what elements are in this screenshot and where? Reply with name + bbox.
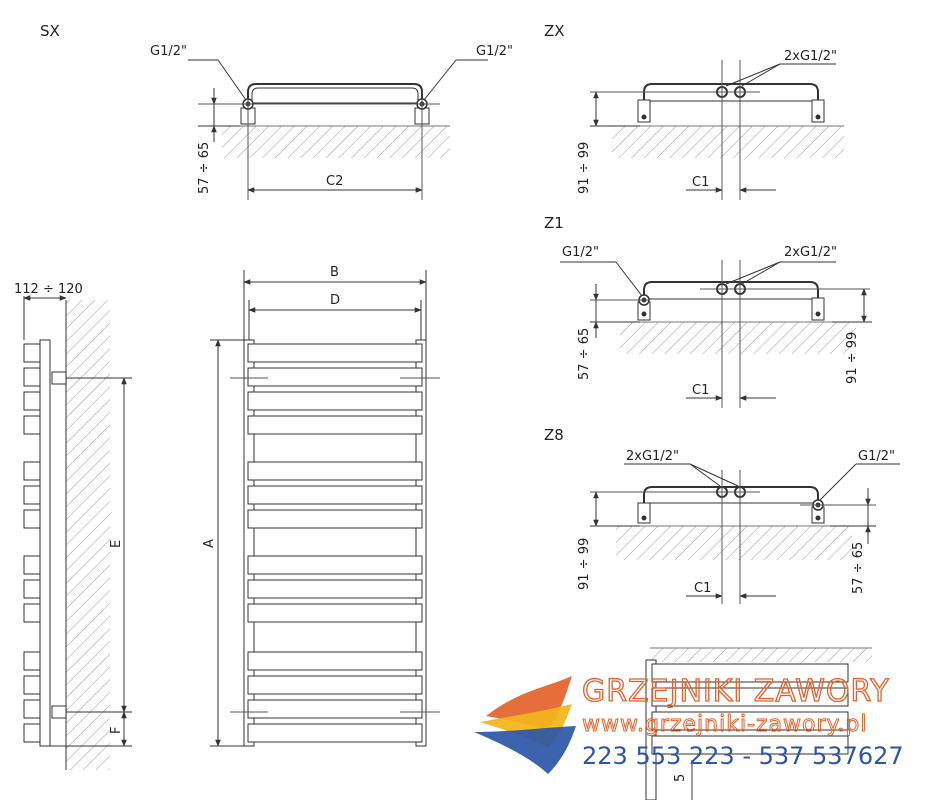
z8-right-height-label: 57 ÷ 65 bbox=[851, 542, 866, 594]
z8-right-connector-label: G1/2" bbox=[858, 449, 895, 464]
watermark-brand: GRZEJNIKI ZAWORY bbox=[582, 674, 890, 709]
front-label-d: D bbox=[330, 293, 340, 308]
sx-height-label: 57 ÷ 65 bbox=[197, 142, 212, 194]
z1-left-connector-label: G1/2" bbox=[562, 245, 599, 260]
bottom-detail-label: 5 bbox=[673, 774, 688, 782]
sx-width-label: C2 bbox=[326, 174, 343, 189]
zx-height-label: 91 ÷ 99 bbox=[577, 142, 592, 194]
zx-wall-hatch bbox=[612, 126, 844, 158]
z8-width-label: C1 bbox=[694, 581, 711, 596]
z1-right-height-label: 91 ÷ 99 bbox=[845, 332, 860, 384]
z8-wall-hatch bbox=[616, 526, 852, 560]
side-label-e: E bbox=[109, 540, 124, 548]
front-label-b: B bbox=[330, 265, 339, 280]
side-radiator-body bbox=[39, 339, 51, 747]
sx-title: SX bbox=[40, 22, 60, 40]
z1-title: Z1 bbox=[544, 214, 564, 232]
side-wall-hatch bbox=[66, 300, 110, 770]
sx-left-connector-label: G1/2" bbox=[150, 44, 187, 59]
sx-wall-hatch bbox=[222, 126, 450, 158]
side-depth-label: 112 ÷ 120 bbox=[14, 282, 83, 297]
front-bars bbox=[247, 343, 423, 743]
z8-view bbox=[590, 463, 900, 604]
front-view bbox=[210, 270, 440, 747]
z8-left-height-label: 91 ÷ 99 bbox=[577, 538, 592, 590]
z1-left-height-label: 57 ÷ 65 bbox=[577, 328, 592, 380]
front-label-a: A bbox=[202, 539, 217, 548]
z1-view bbox=[560, 260, 872, 408]
z1-width-label: C1 bbox=[692, 383, 709, 398]
z8-title: Z8 bbox=[544, 426, 564, 444]
zx-connector-label: 2xG1/2" bbox=[784, 49, 837, 64]
watermark-url: www.grzejniki-zawory.pl bbox=[582, 712, 868, 737]
side-label-f: F bbox=[109, 727, 124, 734]
watermark-phones: 223 553 223 - 537 537627 bbox=[582, 742, 904, 770]
sx-view bbox=[188, 59, 488, 200]
side-bottom-bracket bbox=[51, 705, 67, 719]
watermark bbox=[474, 676, 576, 774]
sx-rail bbox=[247, 83, 423, 104]
sx-right-connector-label: G1/2" bbox=[476, 44, 513, 59]
side-view bbox=[23, 295, 132, 770]
watermark-flame-blue bbox=[474, 726, 576, 774]
zx-width-label: C1 bbox=[692, 175, 709, 190]
zx-title: ZX bbox=[544, 22, 565, 40]
zx-view bbox=[590, 60, 844, 200]
z8-connector-label: 2xG1/2" bbox=[626, 449, 679, 464]
bottom-detail bbox=[645, 647, 872, 800]
side-bars bbox=[23, 343, 41, 743]
side-top-bracket bbox=[51, 371, 67, 385]
z1-connector-label: 2xG1/2" bbox=[784, 245, 837, 260]
z1-wall-hatch bbox=[620, 322, 856, 354]
